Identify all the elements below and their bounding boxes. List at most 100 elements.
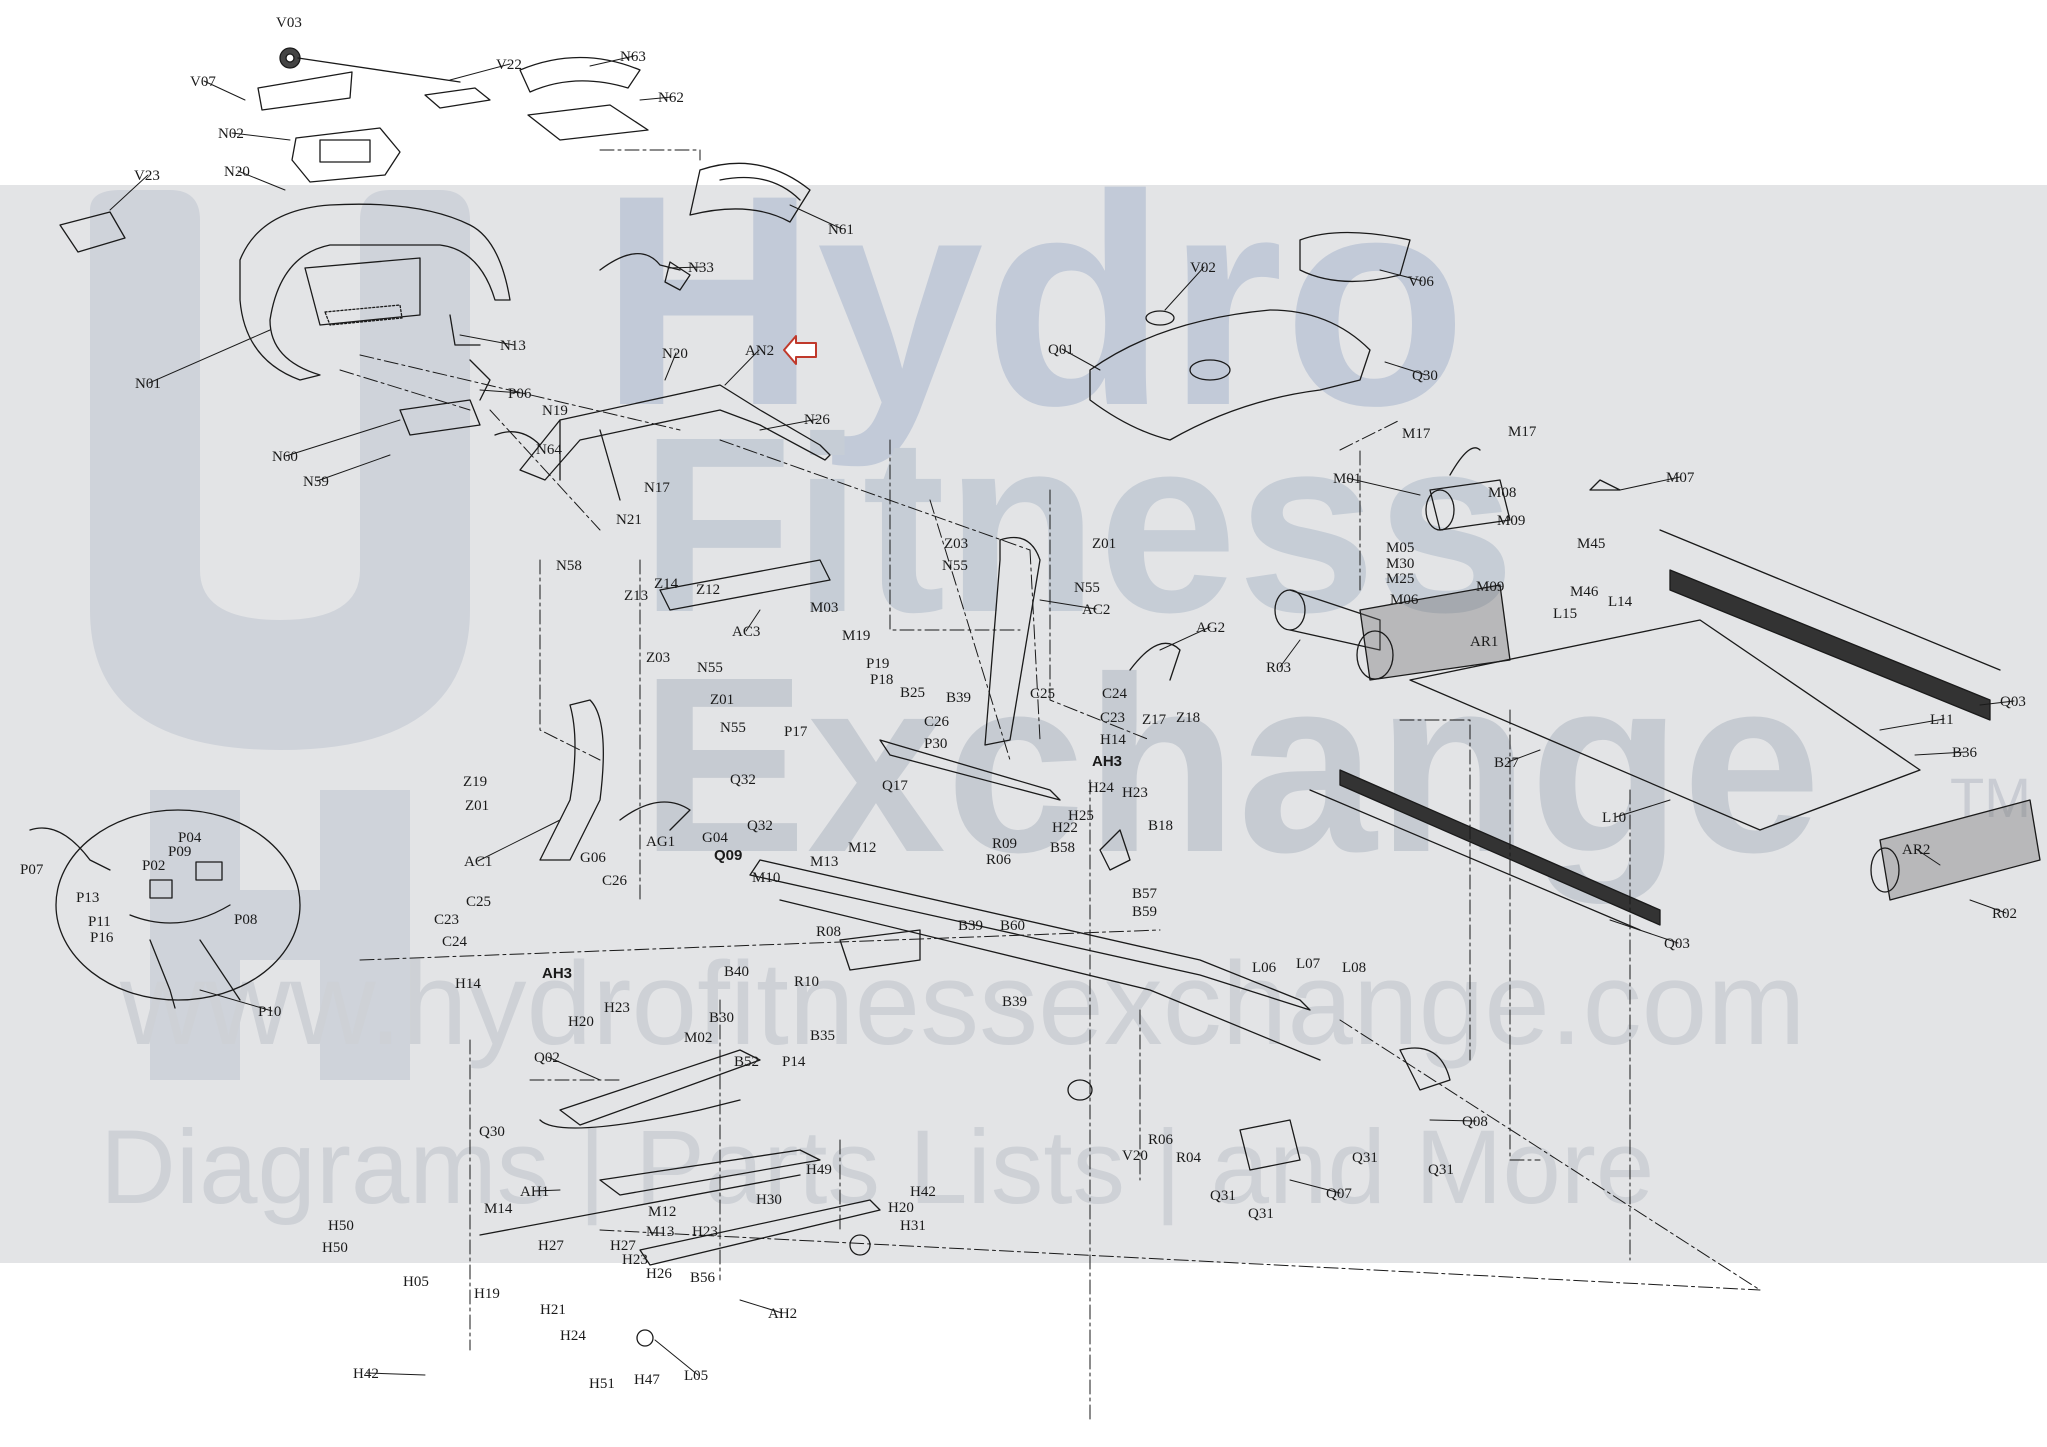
part-label-r04: R04 [1176,1150,1202,1166]
leader-line [547,1056,601,1081]
leader-line [1914,751,1967,756]
part-label-v07: V07 [190,74,216,90]
leader-line [285,419,401,457]
part-label-n02: N02 [218,126,244,142]
part-label-z01a: Z01 [1092,536,1116,552]
part-label-p30: P30 [924,736,947,752]
leader-line [745,609,761,632]
part-label-n63: N63 [620,49,646,65]
part-label-n58: N58 [556,558,582,574]
part-label-n55a: N55 [942,558,968,574]
part-label-n59: N59 [303,474,329,490]
part-label-ac1: AC1 [464,854,492,870]
part-label-q09: Q09 [714,847,742,864]
part-label-b57: B57 [1132,886,1158,902]
part-label-n61: N61 [828,222,854,238]
part-label-m12b: M12 [648,1204,676,1220]
leader-line [1619,476,1681,491]
leader-line [1061,348,1101,371]
watermark-exchange: Exchange [640,625,1822,904]
part-label-v06: V06 [1408,274,1434,290]
part-label-q07: Q07 [1326,1186,1352,1202]
part-label-p16: P16 [90,930,114,946]
part-label-b30: B30 [709,1010,734,1026]
part-label-z12: Z12 [696,582,720,598]
part-label-r08: R08 [816,924,841,940]
part-label-m09a: M09 [1497,513,1525,529]
part-label-q02: Q02 [534,1050,560,1066]
part-label-b59: B59 [1132,904,1157,920]
part-label-z01b: Z01 [710,692,734,708]
part-label-p09: P09 [168,844,191,860]
part-label-q31d: Q31 [1248,1206,1274,1222]
part-label-n20a: N20 [224,164,250,180]
part-label-n55c: N55 [697,660,723,676]
leader-line [739,1299,783,1314]
part-label-q03b: Q03 [1664,936,1690,952]
part-label-h42a: H42 [910,1184,936,1200]
leader-line [366,1372,426,1376]
part-label-h23d: H23 [622,1252,648,1268]
part-label-l10: L10 [1602,810,1626,826]
part-label-r06a: R06 [986,852,1012,868]
leader-line [1915,848,1941,866]
leader-line [199,989,273,1012]
leader-line [1609,919,1679,944]
part-label-p17: P17 [784,724,808,740]
part-label-m10: M10 [752,870,780,886]
watermark-url: www.hydrofitnessexchange.com [120,938,1806,1070]
part-label-p08: P08 [234,912,257,928]
leader-line [1164,266,1205,311]
part-label-c26a: C26 [924,714,950,730]
part-label-c23a: C23 [1100,710,1125,726]
leader-line [664,352,677,381]
part-label-v23: V23 [134,168,160,184]
part-label-b56: B56 [690,1270,716,1286]
part-label-c24b: C24 [442,934,468,950]
part-label-h24b: H24 [560,1328,586,1344]
leader-line [148,329,271,384]
part-label-m30: M30 [1386,556,1414,572]
part-label-m03: M03 [810,600,838,616]
part-label-m14: M14 [484,1201,513,1217]
part-label-q32a: Q32 [730,772,756,788]
leader-line [1969,899,2007,914]
part-label-v22: V22 [496,57,522,73]
part-label-z01c: Z01 [465,798,489,814]
part-label-h14b: H14 [455,976,481,992]
hydro-logo-mark [90,190,470,1080]
part-label-q31b: Q31 [1428,1162,1454,1178]
part-label-ag2: AG2 [1196,620,1225,636]
part-label-z14: Z14 [654,576,679,592]
part-label-p14: P14 [782,1054,806,1070]
part-label-c25b: C25 [466,894,491,910]
part-label-m02: M02 [684,1030,712,1046]
leader-line [231,132,291,141]
console-group [59,47,1411,446]
part-label-m09b: M09 [1476,579,1504,595]
part-label-m45: M45 [1577,536,1605,552]
part-label-g06: G06 [580,850,606,866]
part-label-l08: L08 [1342,960,1366,976]
part-label-h27a: H27 [538,1238,564,1254]
leader-line [1507,749,1541,763]
part-label-r06b: R06 [1148,1132,1174,1148]
part-label-p13: P13 [76,890,99,906]
part-label-b25: B25 [900,685,925,701]
leader-line [1979,700,2015,706]
part-label-p11: P11 [88,914,111,930]
part-label-q17: Q17 [882,778,908,794]
leader-line [316,454,391,482]
part-label-p19: P19 [866,656,889,672]
part-label-ac3: AC3 [732,624,760,640]
part-label-q30b: Q30 [479,1124,505,1140]
part-label-q03a: Q03 [2000,694,2026,710]
part-label-h26: H26 [646,1266,672,1282]
part-label-m13b: M13 [646,1224,674,1240]
part-label-q31c: Q31 [1210,1188,1236,1204]
part-label-ah2: AH2 [768,1306,797,1322]
frame-group [479,384,1321,1266]
